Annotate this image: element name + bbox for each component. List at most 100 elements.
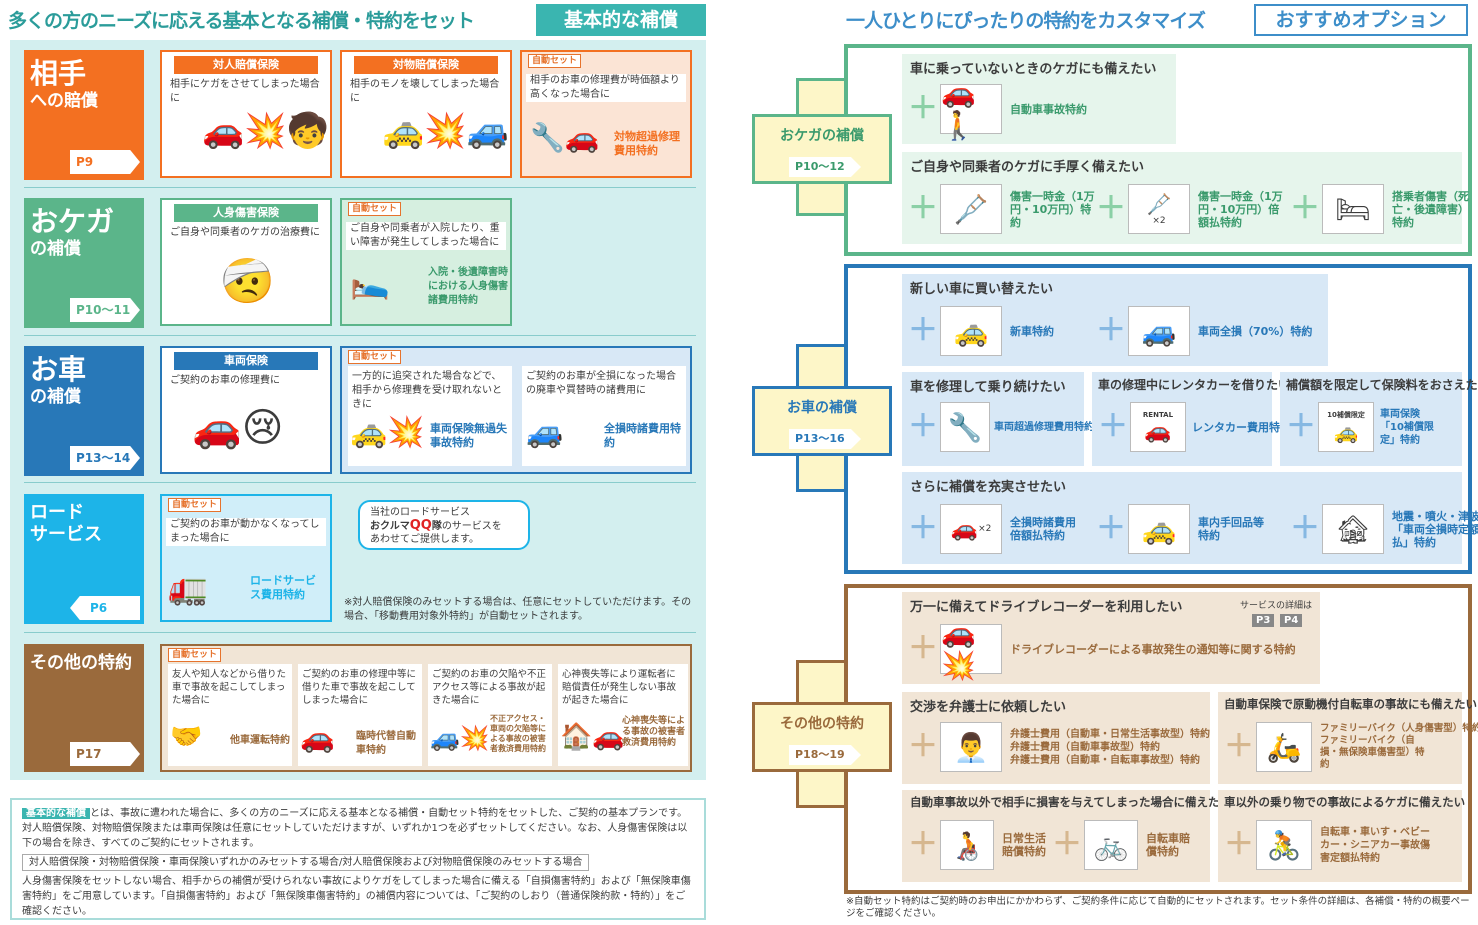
option-name: 自転車賠償特約 [1146,832,1190,858]
rider-rinji: ご契約のお車の修理中等に借りた車で事故を起こしてしまった場合に 🚗 臨時代替自動… [298,664,422,766]
option-title: 補償額を限定して保険料をおさえたい [1286,378,1478,392]
crutches-double-icon: 🩼×2 [1128,184,1190,234]
plus-icon: ＋ [908,191,938,226]
page-ref[interactable]: P13〜14 [70,446,140,470]
group-label-okuruma: お車の補償 P13〜16 [752,386,892,456]
option-card: 補償額を限定して保険料をおさえたい ＋10補償限定🚕車両保険「10補償限定」特約 [1280,372,1478,466]
car-belongings-icon: 🚕 [1128,504,1190,554]
bubble-line: のサービスを [441,521,502,532]
brand-tai: 隊 [431,521,442,532]
option-name: 全損時諸費用倍額払特約 [1010,516,1076,542]
option-item[interactable]: ＋🩼傷害一時金（1万円・10万円）特約 [908,184,1096,234]
group-label: その他の特約 [780,716,864,732]
card-desc: 相手のモノを壊してしまった場合に [350,79,500,104]
option-card: 新しい車に買い替えたい ＋🚕新車特約 ＋🚙車両全損（70%）特約 [902,274,1328,366]
plus-icon: ＋ [1224,827,1254,862]
divider [24,632,696,633]
option-name: ドライブレコーダーによる事故発生の通知等に関する特約 [1010,642,1296,656]
option-item[interactable]: ＋👨‍💼弁護士費用（自動車・日常生活事故型）特約弁護士費用（自動車事故型）特約弁… [908,722,1210,772]
option-item[interactable]: ＋🧑‍🦽日常生活賠償特約 [908,820,1054,870]
card-sharyo-riders: 自動セット 一方的に追突された場合などで、相手から修理費を受け取れないときに 🚕… [340,346,692,474]
card-jinshin: 人身傷害保険 ご自身や同乗者のケガの治療費に 🤕 [160,198,332,326]
card-desc: ご契約のお車の修理中等に借りた車で事故を起こしてしまった場合に [302,669,417,706]
page-ref[interactable]: P10〜11 [70,298,140,322]
hospital-bed-icon: 🛌 [350,263,390,301]
option-name: 車両保険「10補償限定」特約 [1380,408,1434,446]
option-name: 自動車事故特約 [1010,102,1087,116]
card-desc: ご契約のお車が全損になった場合の廃車や買替時の諸費用に [526,371,676,396]
option-title: 新しい車に買い替えたい [910,282,1054,297]
option-item[interactable]: ＋RENTAL🚗レンタカー費用特約 [1098,402,1291,452]
page-ref[interactable]: P18〜19 [789,745,861,765]
option-item[interactable]: ＋🚕車内手回品等特約 [1096,504,1274,554]
option-card: 車以外の乗り物での事故によるケガに備えたい ＋🚴自転車・車いす・ベビーカー・シニ… [1218,790,1465,882]
option-item[interactable]: ＋🚲 自転車賠償特約 [1052,820,1198,870]
option-item[interactable]: ＋🛏搭乗者傷害（死亡・後遺障害）特約 [1290,184,1472,234]
bubble-line: 当社のロードサービス [370,507,470,518]
page-ref[interactable]: P13〜16 [789,429,861,449]
option-item[interactable]: ＋🚗🚶自動車事故特約 [908,76,1087,142]
card-desc: ご自身や同乗者のケガの治療費に [170,227,320,238]
auto-set-tag: 自動セット [168,498,222,512]
page-ref[interactable]: P6 [70,596,140,620]
rider-name: 入院・後遺障害時における人身傷害諸費用特約 [428,267,508,306]
right-header: 一人ひとりにぴったりの特約をカスタマイズ [846,10,1206,32]
category-subtitle: サービス [30,524,102,545]
limit-sign: 10補償限定 [1327,411,1365,419]
left-badge: 基本的な補償 [536,4,706,36]
option-item[interactable]: ＋🚕新車特約 [908,306,1054,356]
auto-set-tag: 自動セット [348,350,402,364]
option-item[interactable]: ＋🏚地震・噴火・津波「車両全損時定額払」特約 [1290,504,1478,554]
option-name: 弁護士費用（自動車事故型）特約 [1010,741,1160,753]
option-name: 弁護士費用（自動車・日常生活事故型）特約 [1010,728,1210,740]
plus-icon: ＋ [908,827,938,862]
page-ref[interactable]: P10〜12 [789,157,861,177]
brand-qq: QQ [409,518,432,533]
option-item[interactable]: ＋🛵ファミリーバイク（人身傷害型）特約ファミリーバイク（自損・無保険車傷害型）特… [1224,722,1478,772]
option-item[interactable]: ＋🚗💥ドライブレコーダーによる事故発生の通知等に関する特約 [908,616,1296,682]
right-badge: おすすめオプション [1254,4,1468,36]
rider-shinshin: 心神喪失等により運転者に賠償責任が発生しない事故が起きた場合に 🏠🚗 心神喪失等… [558,664,688,766]
right-footnote: ※自動セット特約はご契約時のお申出にかかわらず、ご契約条件に応じて自動的にセット… [846,896,1470,919]
option-item[interactable]: ＋10補償限定🚕車両保険「10補償限定」特約 [1286,402,1440,452]
option-title: 車を修理して乗り続けたい [910,380,1066,395]
rider-name: ロードサービス費用特約 [250,574,316,601]
plus-icon: ＋ [1286,409,1316,444]
option-item[interactable]: ＋🚴自転車・車いす・ベビーカー・シニアカー事故傷害定額払特約 [1224,820,1430,870]
option-title: さらに補償を充実させたい [910,480,1067,495]
plus-icon: ＋ [1052,827,1082,862]
card-taijin: 対人賠償保険 相手にケガをさせてしまった場合に 🚗💥🧒 [160,50,332,178]
card-desc: 相手にケガをさせてしまった場合に [170,79,320,104]
footer-label: 基本的な補償 [22,808,90,819]
injured-person-icon: 🤕 [220,256,275,307]
option-name: 地震・噴火・津波「車両全損時定額払」特約 [1392,509,1478,549]
option-item[interactable]: ＋🚙車両全損（70%）特約 [1096,306,1312,356]
footer-text: とは、事故に遭われた場合に、多くの方のニーズに応える基本となる補償・自動セット特… [22,808,688,849]
dashcam-crash-icon: 🚗💥 [940,616,1002,682]
road-service-bubble: 当社のロードサービス おクルマQQ隊のサービスを あわせてご提供します。 [358,500,530,550]
rider-name: 臨時代替自動車特約 [356,731,416,756]
page-ref-p3[interactable]: P3 [1252,614,1275,627]
bubble-line: あわせてご提供します。 [370,534,479,545]
page-ref[interactable]: P9 [70,150,140,174]
plus-icon: ＋ [1290,191,1320,226]
rental-car-icon: RENTAL🚗 [1130,402,1186,452]
wrecked-car-double-icon: 🚗×2 [940,504,1002,554]
red-car-icon: 🚗 [300,721,335,754]
page-ref-p4[interactable]: P4 [1280,614,1303,627]
card-title: 人身傷害保険 [174,204,318,222]
option-card: 車を修理して乗り続けたい ＋🔧車両超過修理費用特約 [902,372,1094,466]
option-card: 自動車事故以外で相手に損害を与えてしまった場合に備えたい ＋🧑‍🦽日常生活賠償特… [902,790,1231,882]
card-other-riders: 自動セット 友人や知人などから借りた車で事故を起こしてしまった場合に 🤝 他車運… [160,644,692,772]
page-ref[interactable]: P17 [70,742,140,766]
category-title: ロード [30,502,84,523]
bicycle-icon: 🚲 [1084,820,1138,870]
plus-icon: ＋ [908,313,938,348]
damaged-car-icon: 🚗😢 [192,405,284,451]
car-crash-icon: 🚕💥🚙 [382,111,510,151]
option-item[interactable]: ＋🔧車両超過修理費用特約 [908,402,1094,452]
option-name: 車両超過修理費用特約 [994,421,1094,433]
option-card: 車の修理中にレンタカーを借りたい ＋RENTAL🚗レンタカー費用特約 [1092,372,1291,466]
